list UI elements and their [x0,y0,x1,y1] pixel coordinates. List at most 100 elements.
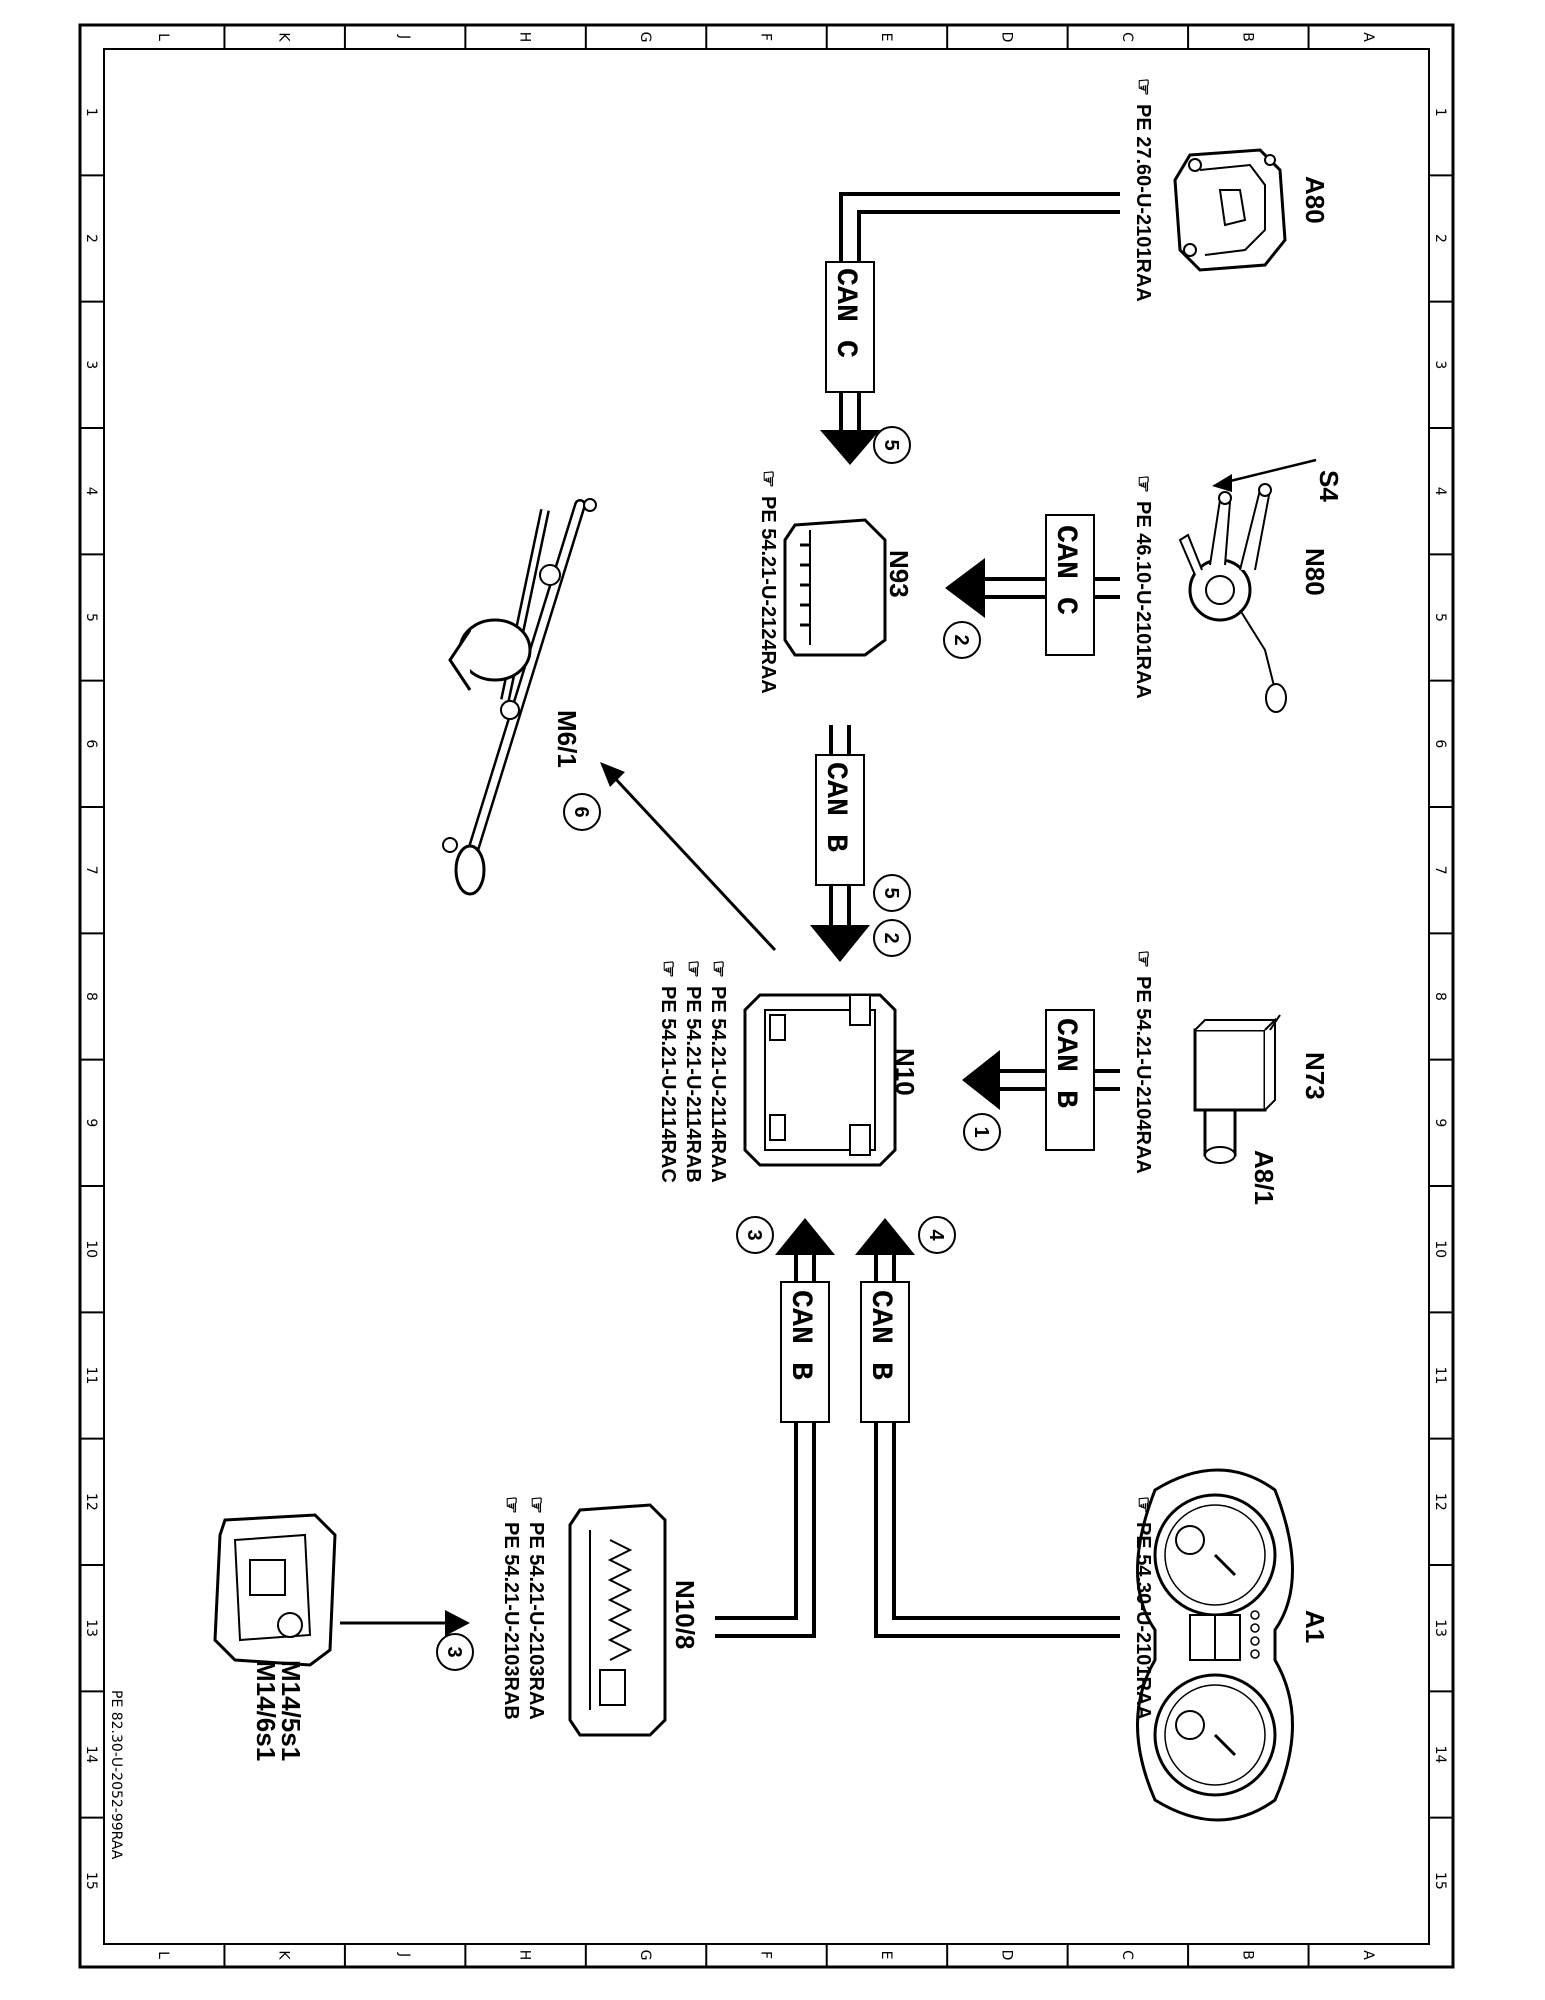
grid-number: 7 [1432,866,1448,875]
grid-number: 6 [83,739,99,748]
doc-code: PE 82.30-U-2052-99RAA [108,1690,124,1860]
svg-text:PE 54.21-U-2114RAA: PE 54.21-U-2114RAA [707,986,729,1183]
svg-text:1: 1 [970,1126,992,1137]
a1-component: A1 ☞ PE 54.30-U-2101RAA [1132,1468,1330,1822]
grid-number: 13 [1432,1619,1448,1637]
m14-icon [213,1513,337,1667]
n93-ref: ☞ PE 54.21-U-2124RAA [757,470,779,694]
bus-can-b-n108: CAN B [715,1218,835,1638]
outer-frame [78,23,1455,1969]
hand-icon: ☞ [1132,1496,1154,1514]
n73-component: N73 A8/1 ☞ PE 54.21-U-2104RAA [1132,950,1330,1205]
grid-letter: K [276,1950,292,1960]
bus-can-b-n73: CAN B [962,1009,1120,1151]
grid-letter: B [1239,1950,1255,1960]
grid-number: 14 [83,1746,99,1764]
grid-number: 2 [1432,234,1448,243]
step-2-bus: 2 [873,919,911,957]
grid-number: 10 [1432,1240,1448,1258]
a8-1-label: A8/1 [1249,1150,1279,1205]
grid-letter: G [637,32,653,43]
step-markers: 5 2 5 2 6 1 4 3 3 [436,426,1001,1671]
hand-icon: ☞ [657,960,679,978]
grid-letter: A [1360,32,1376,42]
grid-letter: E [878,33,894,42]
a1-ref: ☞ PE 54.30-U-2101RAA [1132,1496,1154,1720]
grid-number: 4 [1432,487,1448,496]
step-3: 3 [736,1216,774,1254]
m6-1-label: M6/1 [552,710,582,768]
grid-letter: D [998,1950,1014,1961]
n73-icon [1193,1014,1281,1164]
grid-number: 5 [1432,613,1448,622]
svg-text:PE 46.10-U-2101RAA: PE 46.10-U-2101RAA [1132,501,1154,699]
n80-label: N80 [1300,548,1330,596]
grid-letter: K [276,32,292,42]
n10-refs: ☞ PE 54.21-U-2114RAA ☞ PE 54.21-U-2114RA… [657,960,729,1183]
s4-label: S4 [1314,470,1344,502]
grid-letter: A [1360,1950,1376,1960]
svg-text:PE 27.60-U-2101RAA: PE 27.60-U-2101RAA [1132,104,1154,302]
svg-text:PE 54.21-U-2124RAA: PE 54.21-U-2124RAA [757,496,779,694]
bus-can-c-top: CAN C [820,192,1120,465]
bus-label: CAN C [1048,525,1082,615]
bus-label: CAN B [1048,1018,1082,1108]
n10-icon [743,993,897,1167]
grid-number: 7 [83,866,99,875]
step-3b: 3 [436,1633,474,1671]
n73-label: N73 [1300,1052,1330,1100]
grid-number: 12 [1432,1493,1448,1511]
grid-number: 9 [83,1118,99,1127]
grid-letter: E [878,1951,894,1960]
hand-icon: ☞ [1132,475,1154,493]
n10-8-label: N10/8 [670,1580,700,1649]
bus-label: CAN B [818,762,852,852]
grid-number: 5 [83,613,99,622]
svg-text:3: 3 [443,1646,465,1657]
n10-8-refs: ☞ PE 54.21-U-2103RAA ☞ PE 54.21-U-2103RA… [500,1496,547,1720]
s4-pointer [1221,458,1317,485]
m6-1-icon [442,498,597,896]
grid-number: 6 [1432,739,1448,748]
step-2-mid: 2 [943,621,981,659]
svg-text:PE 54.21-U-2114RAC: PE 54.21-U-2114RAC [657,986,679,1183]
m6-1-component: M6/1 [442,498,597,896]
grid-number: 1 [1432,108,1448,117]
grid-number: 8 [1432,992,1448,1001]
svg-text:5: 5 [880,887,902,898]
grid-number: 15 [1432,1872,1448,1890]
a80-icon [1173,148,1287,272]
n10-label: N10 [890,1048,920,1096]
grid-letter: F [758,33,774,41]
bus-label: CAN C [828,268,862,358]
bus-can-c-mid: CAN C [945,514,1120,656]
svg-text:PE 54.30-U-2101RAA: PE 54.30-U-2101RAA [1132,1522,1154,1720]
n10-component: N10 ☞ PE 54.21-U-2114RAA ☞ PE 54.21-U-21… [657,960,920,1183]
grid-number: 4 [83,487,99,496]
svg-text:PE 54.21-U-2104RAA: PE 54.21-U-2104RAA [1132,976,1154,1174]
hand-icon: ☞ [682,960,704,978]
hand-icon: ☞ [525,1496,547,1514]
a1-label: A1 [1300,1610,1330,1643]
grid-letter: D [998,32,1014,43]
grid-number: 11 [83,1367,99,1385]
n80-ref: ☞ PE 46.10-U-2101RAA [1132,475,1154,699]
n73-ref: ☞ PE 54.21-U-2104RAA [1132,950,1154,1174]
a1-icon [1136,1468,1294,1822]
svg-text:3: 3 [743,1229,765,1240]
grid-number: 15 [83,1872,99,1890]
grid-letter: G [637,1950,653,1961]
n10-8-icon [568,1503,667,1737]
grid-letter: F [758,1951,774,1959]
m14-5s1-label: M14/5s1 [276,1660,306,1761]
grid-letter: L [155,1951,171,1959]
grid-number: 8 [83,992,99,1001]
grid-letter: B [1239,32,1255,42]
svg-text:PE 54.21-U-2103RAA: PE 54.21-U-2103RAA [525,1522,547,1720]
m14-component: M14/5s1 M14/6s1 [213,1513,337,1761]
bus-label: CAN B [863,1290,897,1380]
grid-letter: C [1119,1950,1135,1960]
grid-number: 2 [83,234,99,243]
